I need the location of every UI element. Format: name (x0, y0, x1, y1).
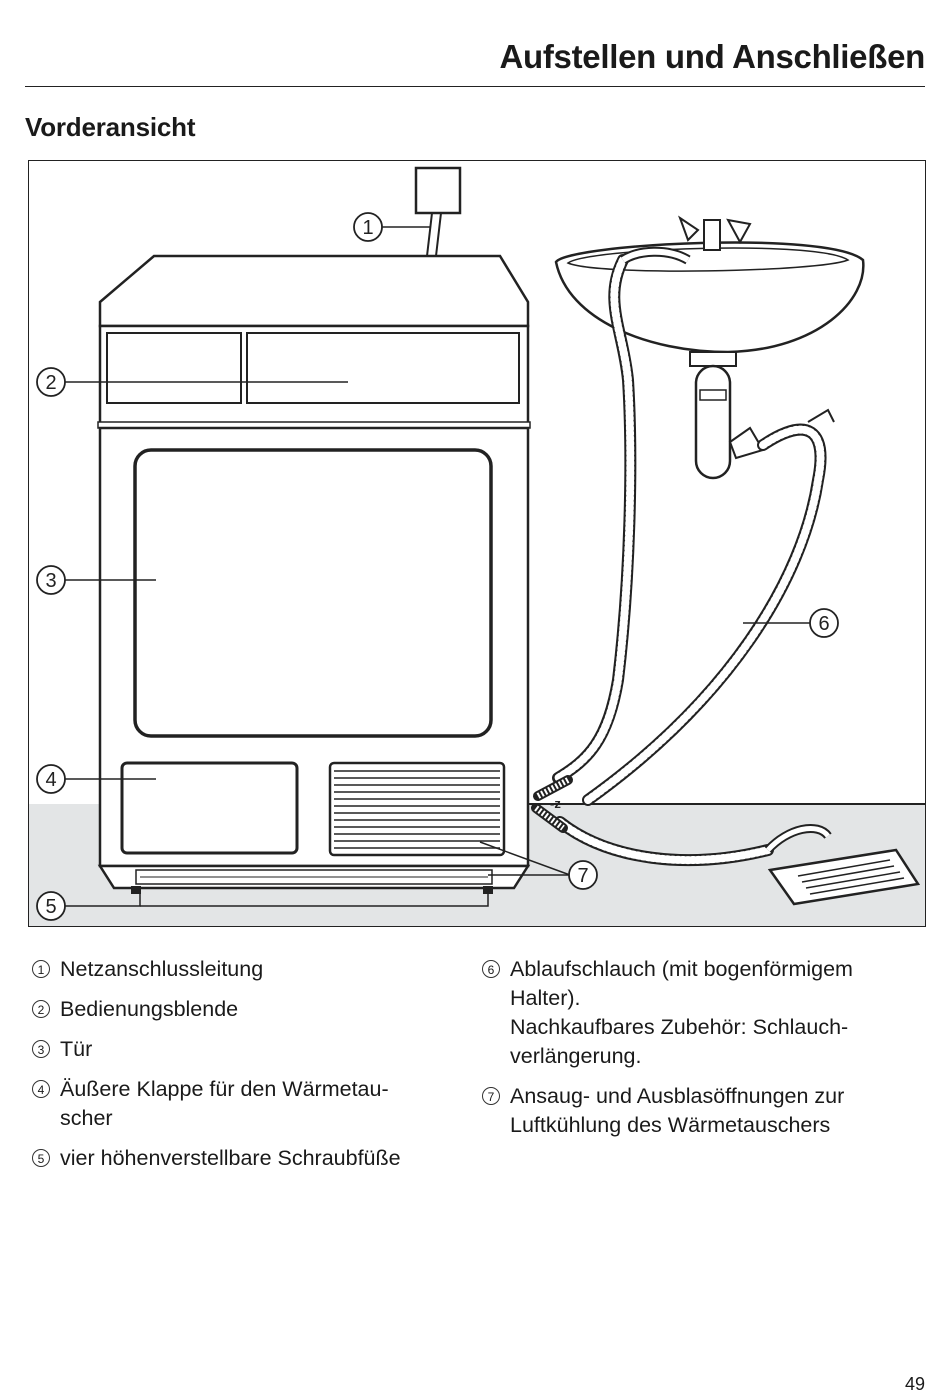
legend-number: 5 (32, 1149, 50, 1167)
section-title: Vorderansicht (25, 112, 196, 142)
svg-text:2: 2 (45, 372, 56, 394)
screw-foot-right (483, 886, 493, 894)
heat-exchanger-flap (120, 761, 299, 855)
legend-number: 4 (32, 1080, 50, 1098)
legend-item-7: 7 Ansaug- und Ausblasöffnungen zur Luftk… (482, 1082, 922, 1140)
callout-1: 1 (353, 212, 383, 242)
legend-number: 1 (32, 960, 50, 978)
svg-text:1: 1 (362, 217, 373, 239)
svg-text:5: 5 (45, 896, 56, 918)
legend-number: 7 (482, 1087, 500, 1105)
legend-number: 3 (32, 1040, 50, 1058)
faucet (703, 219, 721, 251)
control-panel-right (246, 332, 520, 404)
callout-2: 2 (36, 367, 66, 397)
legend-left-column: 1 Netzanschlussleitung 2 Bedienungsblend… (32, 955, 452, 1184)
wall-socket (414, 166, 462, 215)
legend-item-6: 6 Ablaufschlauch (mit bogenförmigem Halt… (482, 955, 922, 1071)
air-grille (328, 761, 506, 857)
callout-5: 5 (36, 891, 66, 921)
legend-text: vier höhenverstellbare Schraubfüße (60, 1146, 401, 1170)
power-cable (426, 212, 442, 257)
svg-text:6: 6 (818, 613, 829, 635)
legend-text: Netzanschlussleitung (60, 957, 264, 981)
control-panel-left (106, 332, 242, 404)
page-number: 49 (904, 1374, 925, 1394)
header-divider (25, 86, 925, 87)
wash-basin (554, 215, 865, 480)
screw-foot-left (131, 886, 141, 894)
legend-item-4: 4 Äußere Klappe für den Wärmetau- scher (32, 1075, 452, 1133)
legend-number: 6 (482, 960, 500, 978)
legend-item-2: 2 Bedienungsblende (32, 995, 452, 1024)
legend-text: Äußere Klappe für den Wärmetau- scher (60, 1077, 389, 1130)
svg-text:4: 4 (45, 769, 56, 791)
legend-text: Bedienungsblende (60, 997, 239, 1021)
dryer-front-view-illustration: -z 1 2 (28, 160, 926, 927)
dryer-door (133, 448, 493, 738)
dryer (97, 254, 531, 894)
legend-item-3: 3 Tür (32, 1035, 452, 1064)
callout-4: 4 (36, 764, 66, 794)
drain-trap (694, 364, 732, 480)
legend-right-column: 6 Ablaufschlauch (mit bogenförmigem Halt… (482, 955, 922, 1151)
callout-7: 7 (568, 860, 598, 890)
callout-3: 3 (36, 565, 66, 595)
legend-number: 2 (32, 1000, 50, 1018)
legend-item-1: 1 Netzanschlussleitung (32, 955, 452, 984)
svg-text:3: 3 (45, 570, 56, 592)
svg-text:7: 7 (577, 865, 588, 887)
svg-text:-z: -z (550, 796, 561, 811)
legend-text: Ansaug- und Ausblasöffnungen zur Luftküh… (510, 1084, 845, 1137)
legend-text: Ablaufschlauch (mit bogenförmigem Halter… (510, 957, 853, 1068)
callout-6: 6 (809, 608, 839, 638)
legend-text: Tür (60, 1037, 93, 1061)
legend-item-5: 5 vier höhenverstellbare Schraubfüße (32, 1144, 452, 1173)
page-header-title: Aufstellen und Anschließen (499, 38, 925, 75)
floor-drain (764, 824, 921, 906)
